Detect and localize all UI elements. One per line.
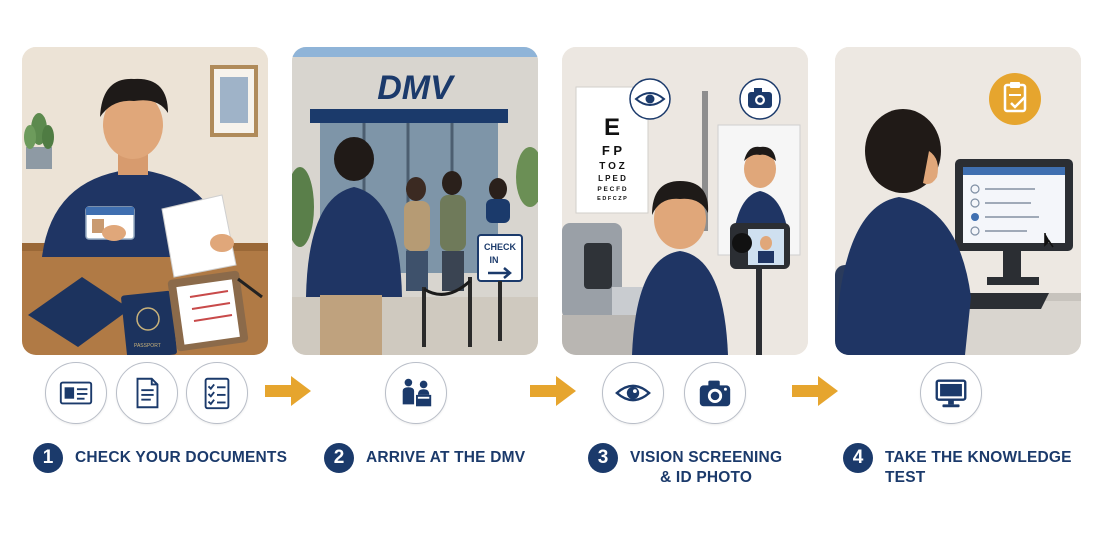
step-number-badge: 3	[588, 443, 618, 473]
dmv-sign: DMV	[377, 69, 456, 107]
eye-chart-row: F P	[602, 143, 623, 158]
check-in-desk-icon	[385, 362, 447, 424]
panel-check-documents: PASSPORT	[22, 47, 268, 355]
step-label: CHECK YOUR DOCUMENTS	[75, 443, 287, 468]
eye-chart-row: E D F C Z P	[597, 196, 627, 202]
step-label-line: & ID PHOTO	[660, 469, 753, 486]
checklist-icon	[186, 362, 248, 424]
eye-chart-row: T O Z	[599, 161, 625, 172]
camera-icon	[684, 362, 746, 424]
arrow-right-icon	[792, 374, 838, 408]
step-number-badge: 2	[324, 443, 354, 473]
eye-chart-row: E	[604, 114, 620, 141]
step-number-badge: 4	[843, 443, 873, 473]
step-label-line: CHECK YOUR DOCUMENTS	[75, 449, 288, 466]
illustration-dmv: DMV CHECK IN	[292, 47, 538, 355]
eye-chart-row: L P E D	[598, 174, 626, 183]
step-label: TAKE THE KNOWLEDGE TEST	[885, 443, 1100, 488]
panel-vision-photo: E F P T O Z L P E D P E C F D E D F C Z …	[562, 47, 808, 355]
illustration-vision-photo: E F P T O Z L P E D P E C F D E D F C Z …	[562, 47, 808, 355]
panel-arrive-dmv: DMV CHECK IN	[292, 47, 538, 355]
id-card-icon	[45, 362, 107, 424]
eye-chart: E F P T O Z L P E D P E C F D E D F C Z …	[597, 114, 627, 202]
step-label: VISION SCREENING & ID PHOTO	[630, 443, 782, 488]
step-4: 4 TAKE THE KNOWLEDGE TEST	[843, 443, 1100, 488]
step-label-line: VISION SCREENING	[630, 449, 783, 466]
step-1: 1 CHECK YOUR DOCUMENTS	[33, 443, 287, 473]
passport-text: PASSPORT	[134, 343, 161, 349]
step-number-badge: 1	[33, 443, 63, 473]
arrow-right-icon	[265, 374, 311, 408]
illustration-documents: PASSPORT	[22, 47, 268, 355]
check-in-sign-line2: IN	[490, 255, 499, 265]
document-icon	[116, 362, 178, 424]
monitor-icon	[920, 362, 982, 424]
step-label: ARRIVE AT THE DMV	[366, 443, 525, 468]
step-label-line: ARRIVE AT THE DMV	[366, 449, 526, 466]
arrow-right-icon	[530, 374, 576, 408]
step-label-line: TAKE THE KNOWLEDGE TEST	[885, 449, 1072, 486]
step-2: 2 ARRIVE AT THE DMV	[324, 443, 525, 473]
eye-icon	[602, 362, 664, 424]
illustration-knowledge-test	[835, 47, 1081, 355]
check-in-sign-line1: CHECK	[484, 242, 517, 252]
eye-chart-row: P E C F D	[597, 186, 626, 193]
panel-knowledge-test	[835, 47, 1081, 355]
step-3: 3 VISION SCREENING & ID PHOTO	[588, 443, 782, 488]
